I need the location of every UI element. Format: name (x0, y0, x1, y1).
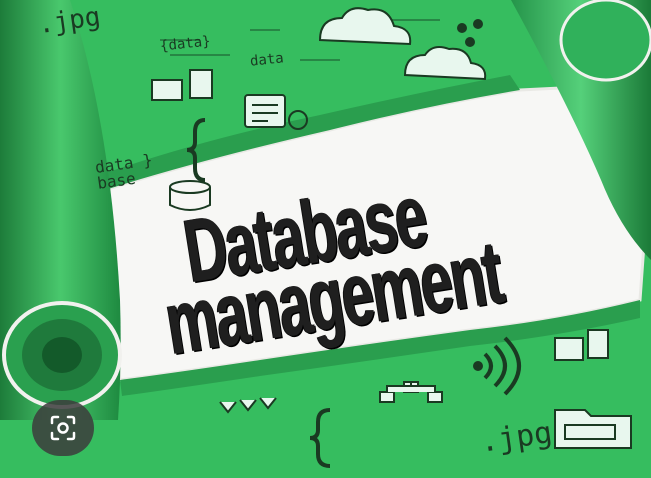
brace-icon (186, 118, 331, 468)
device-icon (151, 69, 609, 361)
folder-icon (554, 409, 632, 449)
cloud-icon (318, 7, 487, 81)
dots-icon (457, 19, 483, 47)
lens-search-button[interactable] (32, 400, 94, 456)
lens-icon (50, 415, 76, 441)
database-icon (169, 180, 211, 211)
wifi-icon (473, 336, 521, 396)
right-paper-curl (511, 0, 651, 260)
document-icon (244, 94, 308, 130)
left-paper-curl (0, 0, 122, 420)
network-icon (219, 381, 443, 414)
